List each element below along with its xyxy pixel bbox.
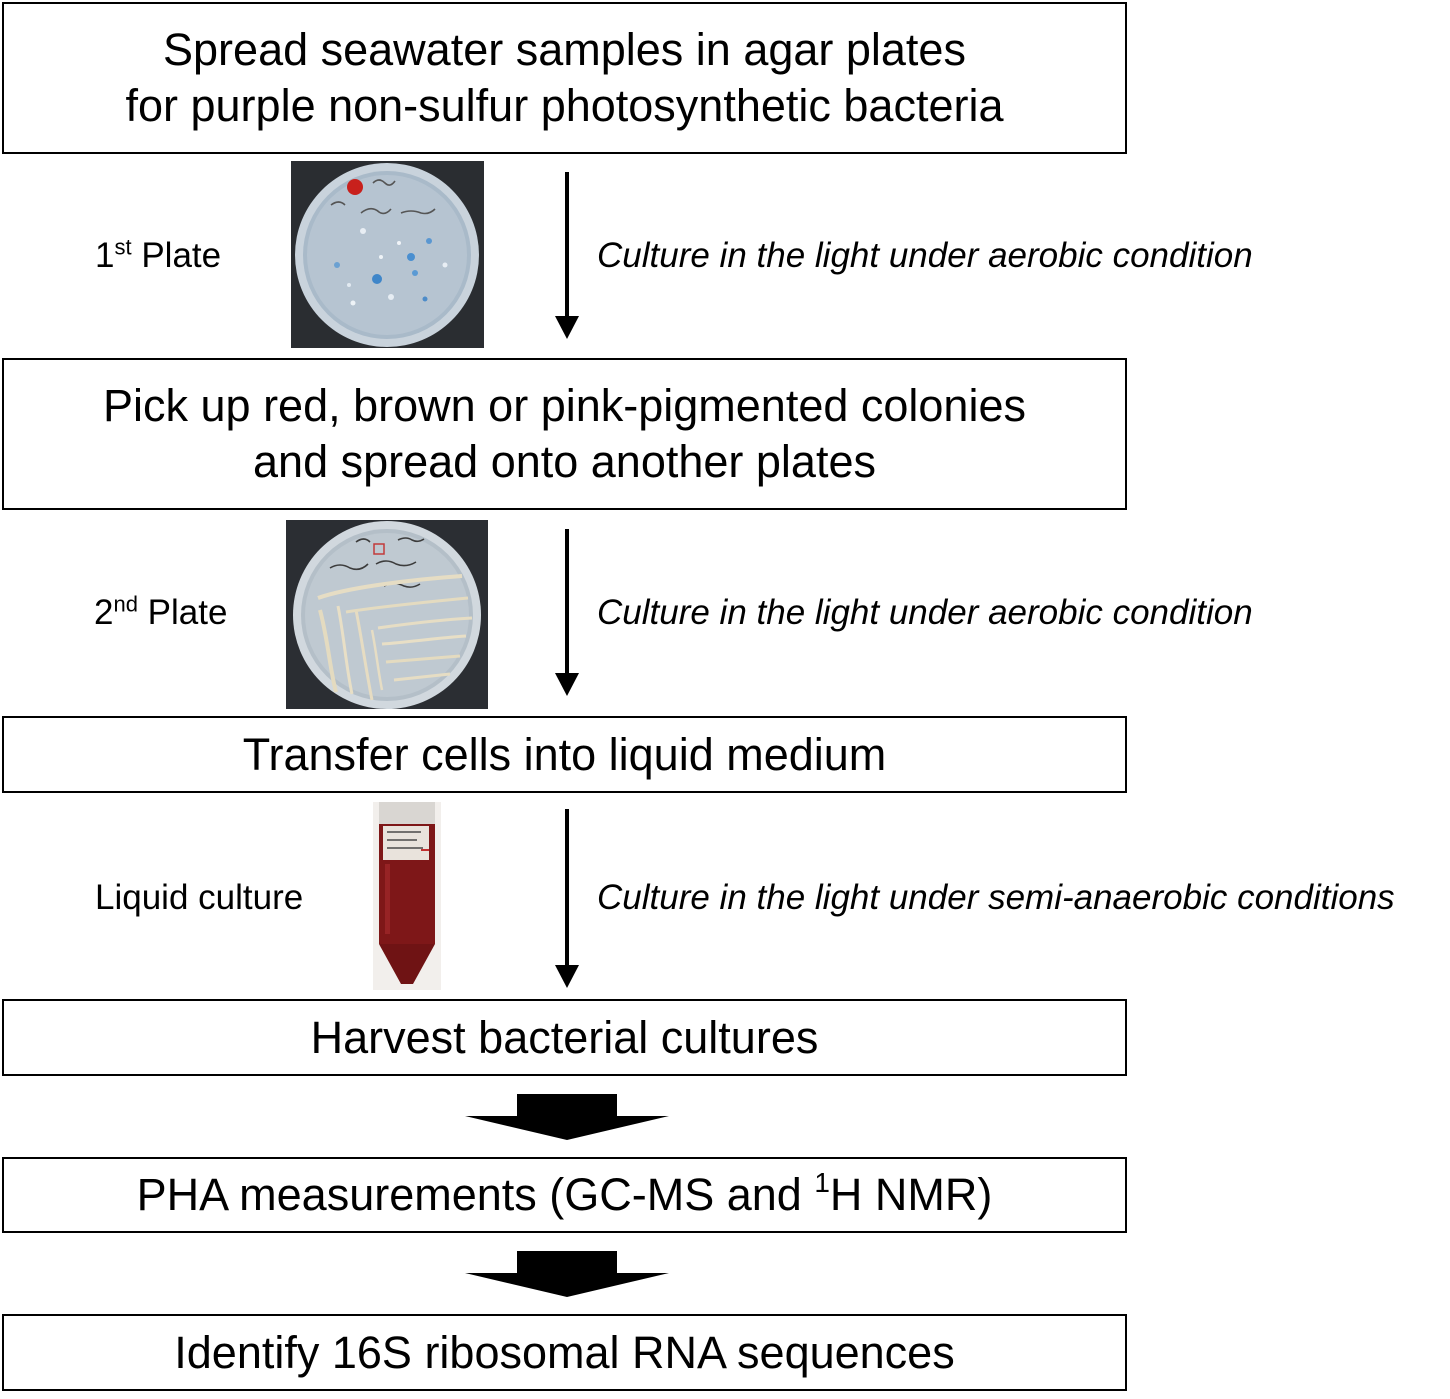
step-text-line: Pick up red, brown or pink-pigmented col… — [103, 380, 1026, 431]
step-text-line: Transfer cells into liquid medium — [242, 728, 887, 780]
label-first-plate: 1st Plate — [95, 234, 222, 275]
block-arrow-down-2 — [465, 1251, 669, 1297]
step-text-line: PHA measurements (GC-MS and 1H NMR) — [136, 1167, 993, 1221]
step-text-line: Harvest bacterial cultures — [310, 1011, 819, 1063]
arrow-down-2 — [555, 529, 579, 696]
step-box-pick-colonies: Pick up red, brown or pink-pigmented col… — [2, 358, 1127, 510]
step-text-line: Identify 16S ribosomal RNA sequences — [174, 1326, 955, 1378]
second-plate-photo — [286, 520, 488, 709]
condition-text-aerobic-1: Culture in the light under aerobic condi… — [597, 236, 1253, 275]
label-liquid-culture: Liquid culture — [95, 878, 304, 917]
step-box-harvest: Harvest bacterial cultures — [2, 999, 1127, 1076]
label-second-plate: 2nd Plate — [94, 591, 228, 632]
condition-text-aerobic-2: Culture in the light under aerobic condi… — [597, 593, 1253, 632]
step-box-pha-measurements: PHA measurements (GC-MS and 1H NMR) — [2, 1157, 1127, 1233]
step-box-transfer-cells: Transfer cells into liquid medium — [2, 716, 1127, 793]
first-plate-photo — [291, 161, 484, 348]
arrow-down-3 — [555, 809, 579, 988]
arrow-down-1 — [555, 172, 579, 339]
step-text-line: Spread seawater samples in agar plates — [163, 24, 966, 75]
block-arrow-down-1 — [465, 1094, 669, 1140]
step-text-line: and spread onto another plates — [253, 436, 876, 487]
liquid-culture-tube-photo — [373, 802, 441, 990]
step-box-identify-16s: Identify 16S ribosomal RNA sequences — [2, 1314, 1127, 1391]
step-text-line: for purple non-sulfur photosynthetic bac… — [125, 80, 1004, 131]
condition-text-semi-anaerobic: Culture in the light under semi-anaerobi… — [597, 878, 1395, 917]
step-box-spread-seawater: Spread seawater samples in agar plates f… — [2, 2, 1127, 154]
